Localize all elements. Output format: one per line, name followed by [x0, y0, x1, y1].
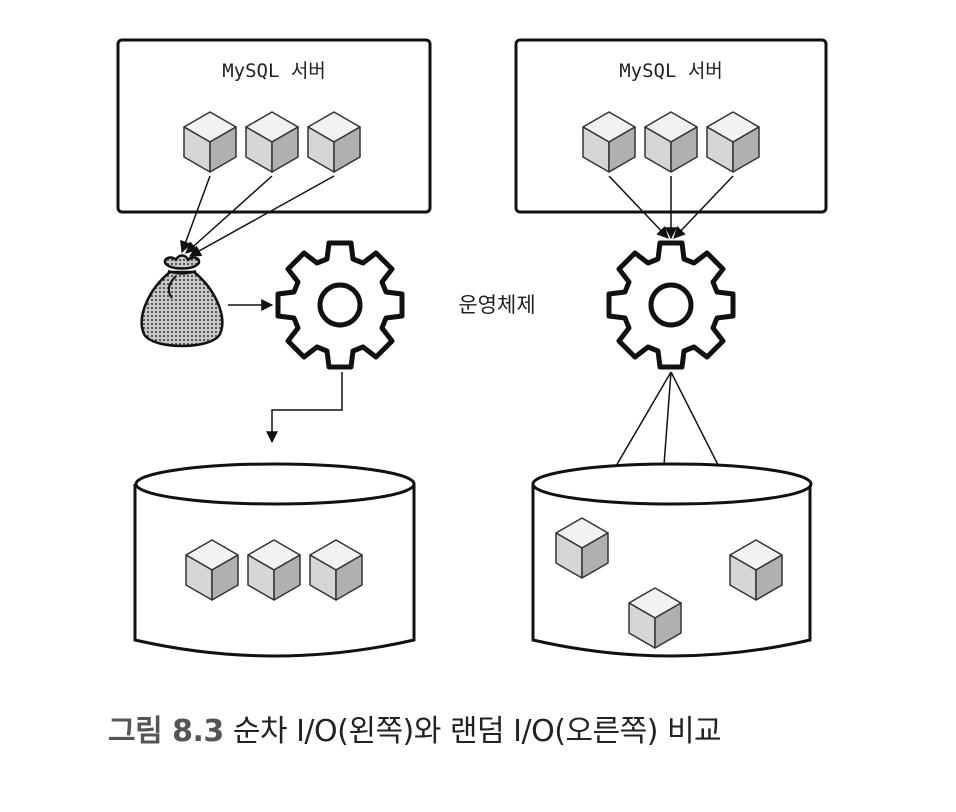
- left-server-label: MySQL 서버: [222, 60, 326, 82]
- left-disk: [133, 462, 416, 658]
- os-label: 운영체제: [458, 293, 535, 317]
- right-disk: [531, 462, 813, 658]
- figure-caption-text: 순차 I/O(왼쪽)와 랜덤 I/O(오른쪽) 비교: [232, 714, 722, 749]
- left-os-gear-icon: [275, 240, 405, 370]
- figure-number: 그림 8.3: [108, 714, 224, 749]
- left-mysql-server-box: MySQL 서버: [116, 38, 432, 214]
- right-os-gear-icon: [606, 240, 736, 370]
- figure-caption: 그림 8.3 순차 I/O(왼쪽)와 랜덤 I/O(오른쪽) 비교: [108, 706, 722, 750]
- left-pages-to-buffer-arrows: [180, 175, 335, 257]
- buffer-bag-icon: [140, 254, 224, 348]
- right-server-label: MySQL 서버: [619, 60, 723, 82]
- right-pages-to-os-arrows: [608, 175, 734, 240]
- io-comparison-diagram: MySQL 서버 운영체제 MySQL 서버: [116, 38, 828, 658]
- left-os-to-disk-arrow: [266, 372, 343, 444]
